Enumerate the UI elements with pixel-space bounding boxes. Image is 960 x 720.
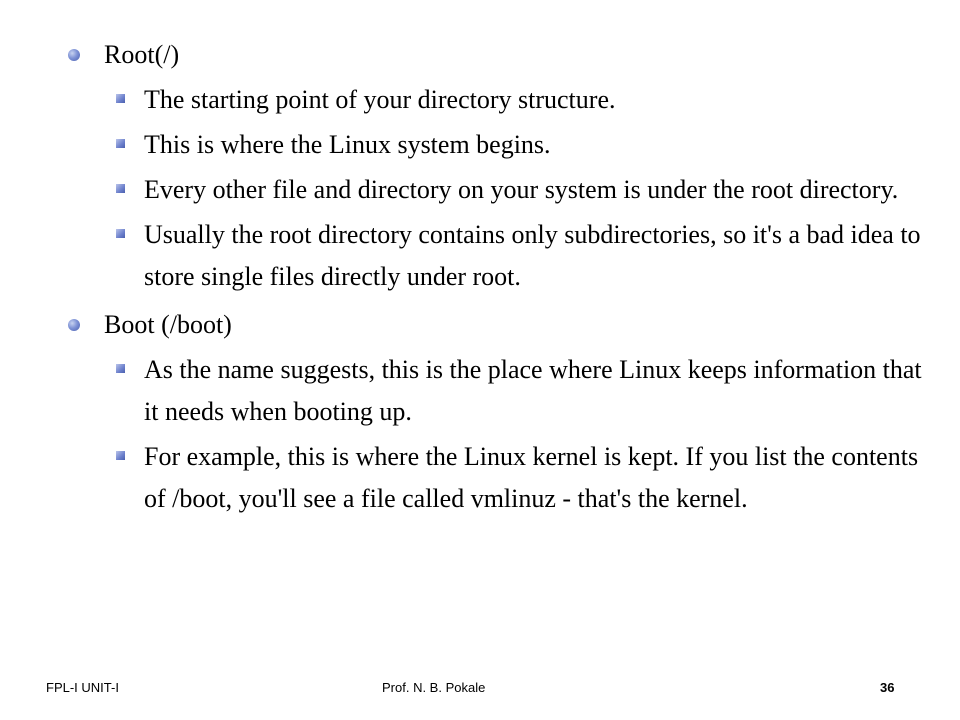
sub-bullet: The starting point of your directory str… (64, 79, 924, 121)
round-bullet-icon (68, 49, 80, 61)
square-bullet-icon (116, 94, 125, 103)
sub-bullet-text: The starting point of your directory str… (144, 85, 616, 114)
square-bullet-icon (116, 139, 125, 148)
sub-bullet: As the name suggests, this is the place … (64, 349, 924, 433)
square-bullet-icon (116, 364, 125, 373)
sub-bullet-text: For example, this is where the Linux ker… (144, 442, 919, 513)
sub-bullet: For example, this is where the Linux ker… (64, 436, 924, 520)
square-bullet-icon (116, 451, 125, 460)
bullet-root: Root(/) (64, 34, 924, 76)
sub-bullet-text: Every other file and directory on your s… (144, 175, 899, 204)
footer-course: FPL-I UNIT-I (46, 680, 119, 695)
bullet-boot: Boot (/boot) (64, 304, 924, 346)
bullet-root-text: Root(/) (104, 40, 180, 69)
square-bullet-icon (116, 229, 125, 238)
square-bullet-icon (116, 184, 125, 193)
sub-bullet: Every other file and directory on your s… (64, 169, 924, 211)
page-number: 36 (880, 680, 895, 695)
footer-author: Prof. N. B. Pokale (382, 680, 486, 695)
sub-bullet: This is where the Linux system begins. (64, 124, 924, 166)
sub-bullet-text: This is where the Linux system begins. (144, 130, 551, 159)
slide-content: Root(/) The starting point of your direc… (64, 28, 924, 520)
sub-bullet-text: Usually the root directory contains only… (144, 220, 921, 291)
sub-bullet-text: As the name suggests, this is the place … (144, 355, 922, 426)
sub-bullet: Usually the root directory contains only… (64, 214, 924, 298)
bullet-boot-text: Boot (/boot) (104, 310, 232, 339)
round-bullet-icon (68, 319, 80, 331)
